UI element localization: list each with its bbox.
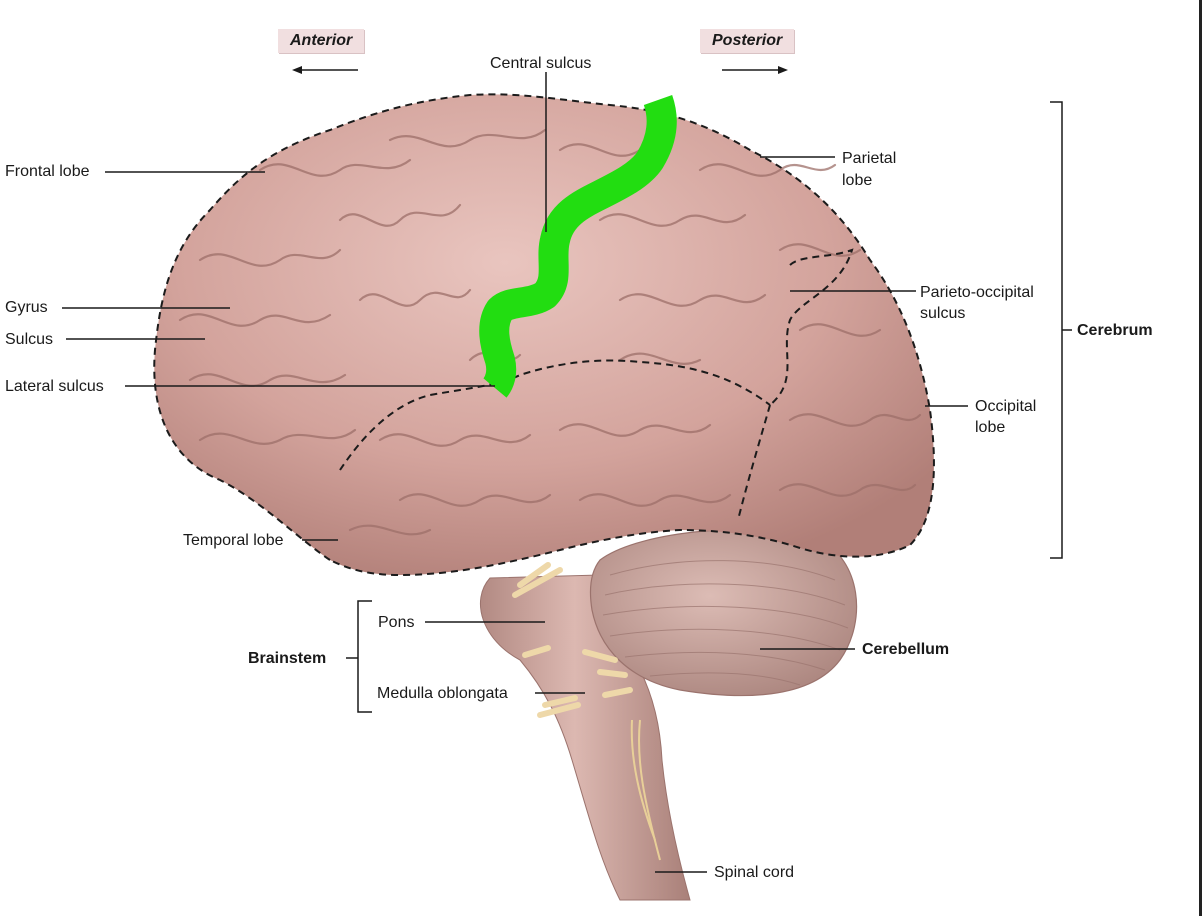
gyri-texture [178,128,922,536]
gyrus-label: Gyrus [5,299,48,316]
posterior-tag: Posterior [700,29,795,53]
window-edge [1199,0,1202,916]
sulcus-label: Sulcus [5,331,54,348]
direction-arrows [292,66,788,74]
parieto-occipital-boundary [769,248,854,406]
lobe-boundaries [339,248,854,521]
cerebrum-bracket [1050,101,1072,559]
central-sulcus-label: Central sulcus [490,55,592,72]
cerebrum-label: Cerebrum [1077,322,1153,339]
cerebellum-label: Cerebellum [862,641,950,658]
parieto-occipital-label-1: Parieto-occipital [920,284,1034,301]
occipital-lobe-label-1: Occipital [975,398,1037,415]
cerebrum-shape [153,93,935,577]
brainstem-label: Brainstem [248,650,327,667]
leader-lines [62,72,968,873]
spinal-nerves [630,719,661,861]
cranial-nerves [512,562,633,718]
anterior-tag: Anterior [278,29,365,53]
occipital-lobe-label-2: lobe [975,419,1006,436]
pons-label: Pons [378,614,415,631]
medulla-label: Medulla oblongata [377,685,508,702]
spinal-cord-label: Spinal cord [714,864,795,881]
parietal-lobe-label-2: lobe [842,172,873,189]
parieto-occipital-label-2: sulcus [920,305,966,322]
parietal-lobe-label-1: Parietal [842,150,897,167]
lateral-sulcus-label: Lateral sulcus [5,378,104,395]
frontal-lobe-label: Frontal lobe [5,163,90,180]
temporal-lobe-label: Temporal lobe [183,532,284,549]
cerebellum-folia [602,560,849,686]
central-sulcus-highlight [479,95,677,398]
brainstem-bracket [357,600,372,713]
